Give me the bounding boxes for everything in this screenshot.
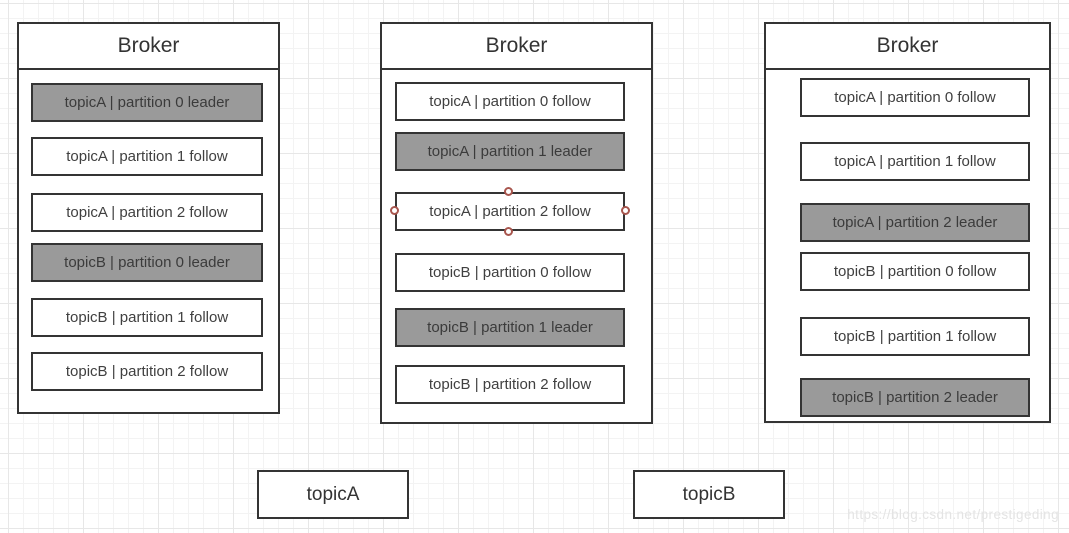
partition-label: topicA | partition 0 leader [64, 94, 230, 111]
topic-label: topicB [682, 483, 736, 505]
selection-handle-left[interactable] [390, 205, 399, 215]
partition-box-topicB-0-leader[interactable]: topicB | partition 0 leader [31, 243, 263, 282]
partition-box-topicB-1-follow[interactable]: topicB | partition 1 follow [31, 298, 263, 337]
partition-label: topicB | partition 1 leader [427, 319, 593, 336]
partition-label: topicB | partition 0 follow [428, 264, 592, 281]
partition-box-topicB-2-leader[interactable]: topicB | partition 2 leader [800, 378, 1030, 417]
partition-box-topicA-1-follow[interactable]: topicA | partition 1 follow [800, 142, 1030, 181]
partition-label: topicA | partition 1 follow [834, 153, 996, 170]
partition-box-topicA-0-follow[interactable]: topicA | partition 0 follow [395, 82, 625, 121]
partition-label: topicA | partition 0 follow [834, 89, 996, 106]
partition-label: topicB | partition 1 follow [833, 328, 997, 345]
partition-box-topicA-0-leader[interactable]: topicA | partition 0 leader [31, 83, 263, 122]
partition-label: topicB | partition 2 follow [428, 376, 592, 393]
partition-box-topicB-2-follow[interactable]: topicB | partition 2 follow [31, 352, 263, 391]
selection-handle-right[interactable] [621, 205, 630, 215]
broker-title: Broker [766, 24, 1049, 70]
broker-title: Broker [382, 24, 651, 70]
partition-box-topicB-1-leader[interactable]: topicB | partition 1 leader [395, 308, 625, 347]
partition-box-topicA-2-follow-selected[interactable]: topicA | partition 2 follow [390, 187, 630, 236]
partition-box-topicA-0-follow[interactable]: topicA | partition 0 follow [800, 78, 1030, 117]
partition-label: topicA | partition 1 follow [66, 148, 228, 165]
partition-label: topicA | partition 1 leader [427, 143, 593, 160]
partition-box-topicA-1-leader[interactable]: topicA | partition 1 leader [395, 132, 625, 171]
partition-label: topicB | partition 0 follow [833, 263, 997, 280]
partition-label: topicA | partition 2 follow [66, 204, 228, 221]
selection-handle-top[interactable] [504, 187, 513, 196]
watermark-url: https://blog.csdn.net/prestigeding [847, 507, 1059, 522]
partition-box-topicB-2-follow[interactable]: topicB | partition 2 follow [395, 365, 625, 404]
partition-label: topicB | partition 2 leader [832, 389, 998, 406]
partition-label: topicB | partition 2 follow [65, 363, 229, 380]
partition-box-topicA-1-follow[interactable]: topicA | partition 1 follow [31, 137, 263, 176]
topic-box-topicA[interactable]: topicA [257, 470, 409, 519]
broker-title: Broker [19, 24, 278, 70]
partition-box-topicA-2-leader[interactable]: topicA | partition 2 leader [800, 203, 1030, 242]
partition-label: topicA | partition 2 leader [832, 214, 998, 231]
broker-box-3[interactable]: Broker topicA | partition 0 follow topic… [764, 22, 1051, 423]
topic-label: topicA [306, 483, 360, 505]
partition-box-topicB-1-follow[interactable]: topicB | partition 1 follow [800, 317, 1030, 356]
partition-label: topicA | partition 0 follow [429, 93, 591, 110]
topic-box-topicB[interactable]: topicB [633, 470, 785, 519]
partition-box-topicA-2-follow[interactable]: topicA | partition 2 follow [31, 193, 263, 232]
partition-label: topicA | partition 2 follow [429, 203, 591, 220]
partition-box-topicB-0-follow[interactable]: topicB | partition 0 follow [395, 253, 625, 292]
partition-box-topicB-0-follow[interactable]: topicB | partition 0 follow [800, 252, 1030, 291]
partition-label: topicB | partition 1 follow [65, 309, 229, 326]
broker-box-1[interactable]: Broker topicA | partition 0 leader topic… [17, 22, 280, 414]
partition-label: topicB | partition 0 leader [64, 254, 230, 271]
selection-handle-bottom[interactable] [504, 227, 513, 236]
broker-box-2[interactable]: Broker topicA | partition 0 follow topic… [380, 22, 653, 424]
